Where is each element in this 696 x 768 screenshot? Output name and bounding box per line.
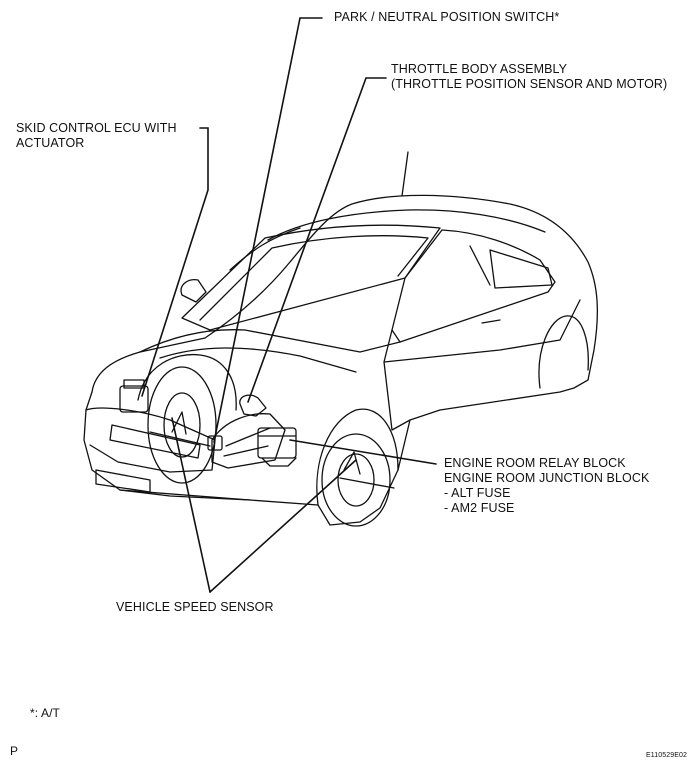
corner-letter-text: P: [10, 744, 19, 758]
callout-junction-block: ENGINE ROOM JUNCTION BLOCK: [444, 471, 650, 485]
relay-block-lid: [257, 435, 297, 467]
callout-throttle-body: THROTTLE BODY ASSEMBLY (THROTTLE POSITIO…: [391, 62, 667, 92]
callout-am2-fuse: - AM2 FUSE: [444, 501, 515, 515]
roof-line: [267, 209, 546, 241]
callout-throttle-body-line2: (THROTTLE POSITION SENSOR AND MOTOR): [391, 77, 668, 91]
front-bumper: [85, 407, 216, 473]
callout-vehicle-speed-sensor-text: VEHICLE SPEED SENSOR: [116, 600, 274, 614]
callout-skid-control-line2: ACTUATOR: [16, 136, 85, 150]
leader-speed-sensor-front: [171, 417, 211, 593]
figure-code-text: E110529E02: [646, 752, 687, 759]
b-pillar: [469, 245, 491, 286]
leader-skid-control: [141, 127, 209, 397]
front-speed-sensor: [171, 411, 187, 435]
callout-alt-fuse: - ALT FUSE: [444, 486, 511, 500]
rear-wheel: [321, 433, 391, 527]
relay-block: [257, 427, 297, 459]
skid-control-ecu: [119, 385, 149, 413]
grille-upper: [109, 424, 201, 459]
callout-vehicle-speed-sensor: VEHICLE SPEED SENSOR: [116, 600, 274, 615]
door-seam: [383, 299, 581, 431]
bumper-lip: [119, 489, 251, 501]
front-wheel-hub: [163, 392, 201, 458]
far-wheel: [538, 315, 589, 389]
door-handle: [481, 319, 501, 324]
callout-relay-block: ENGINE ROOM RELAY BLOCK: [444, 456, 626, 470]
headlight-inner: [223, 427, 271, 457]
callout-park-neutral-text: PARK / NEUTRAL POSITION SWITCH*: [334, 10, 560, 24]
leader-speed-sensor-rear: [209, 459, 357, 593]
callout-park-neutral-switch: PARK / NEUTRAL POSITION SWITCH*: [334, 10, 559, 25]
side-window: [391, 229, 556, 343]
hood: [139, 329, 401, 353]
antenna: [401, 151, 409, 197]
headlight: [211, 413, 286, 469]
figure-code: E110529E02: [646, 748, 687, 763]
roof-rail: [229, 227, 301, 271]
leader-throttle-body: [247, 77, 387, 403]
hood-crease: [159, 347, 357, 373]
rear-speed-sensor: [343, 451, 361, 475]
callout-engine-room-blocks: ENGINE ROOM RELAY BLOCK ENGINE ROOM JUNC…: [444, 456, 649, 516]
grille-lower: [95, 469, 151, 493]
throttle-body: [239, 394, 267, 417]
windshield: [181, 224, 441, 331]
rear-wheel-hub: [337, 453, 375, 507]
skid-control-ecu-top: [123, 379, 145, 389]
leader-park-neutral: [213, 17, 323, 443]
side-mirror: [180, 279, 207, 303]
windshield-inner: [199, 235, 429, 321]
callout-skid-control-ecu: SKID CONTROL ECU WITH ACTUATOR: [16, 121, 177, 151]
rear-wheel-arch: [316, 408, 399, 506]
car-body-outline: [83, 194, 599, 526]
callout-throttle-body-line1: THROTTLE BODY ASSEMBLY: [391, 62, 568, 76]
corner-letter: P: [10, 744, 18, 759]
quarter-window: [489, 249, 553, 289]
callout-skid-control-line1: SKID CONTROL ECU WITH: [16, 121, 177, 135]
front-wheel: [147, 366, 217, 484]
footnote: *: A/T: [30, 706, 60, 721]
drive-shaft: [149, 431, 395, 489]
leader-relay-block: [289, 439, 437, 465]
footnote-text: *: A/T: [30, 706, 60, 720]
